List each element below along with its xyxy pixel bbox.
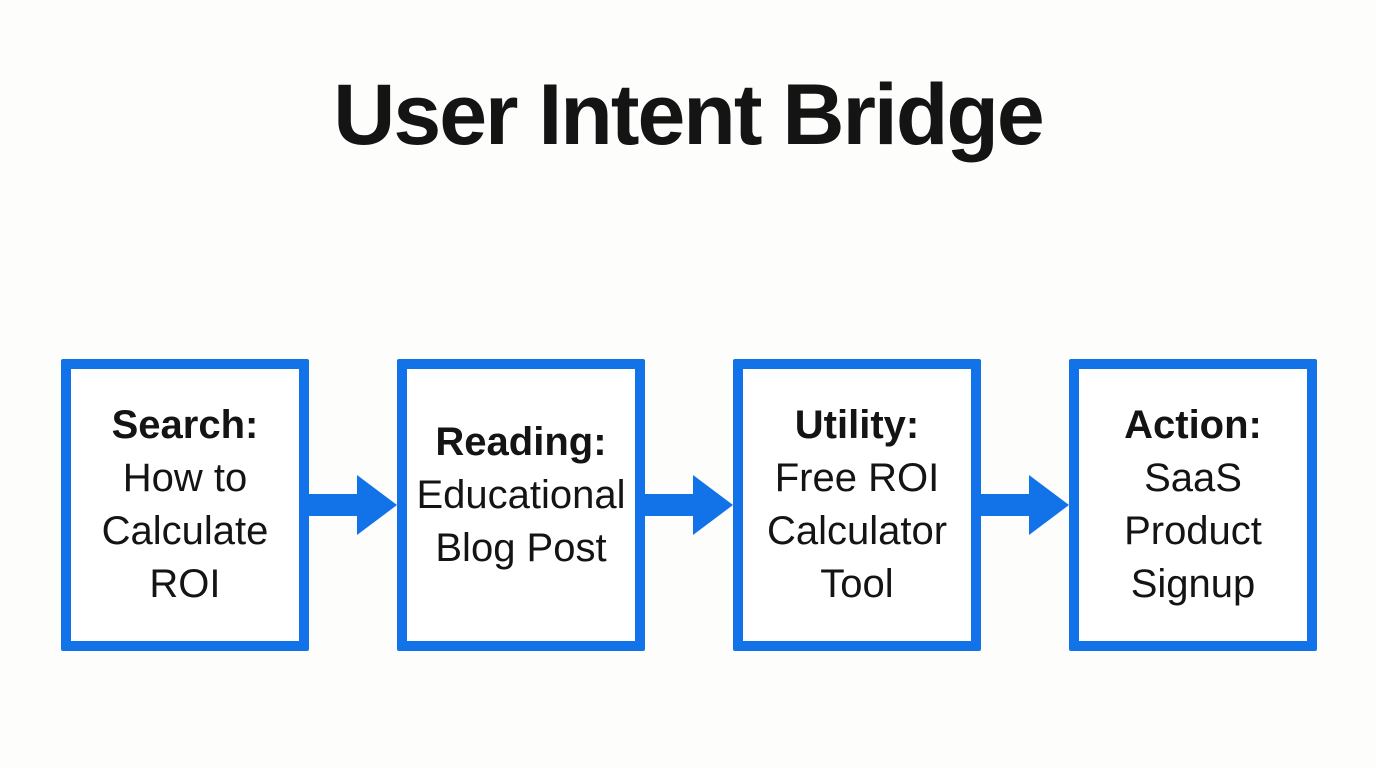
flow-arrow-icon [981,475,1069,535]
step-text: Reading: Educational Blog Post [416,416,625,575]
step-label: Utility: [794,403,920,447]
step-line: Blog Post [435,525,607,570]
step-line: Tool [820,562,894,606]
flow-row: Search: How to Calculate ROI Reading: Ed… [61,359,1317,651]
flow-arrow-icon [645,475,733,535]
step-line: Calculate [101,509,269,553]
step-text: Search: How to Calculate ROI [102,399,269,611]
step-line: Calculator [766,509,948,553]
step-line: ROI [149,562,221,606]
step-label: Search: [111,403,259,447]
step-line: Product [1124,509,1262,553]
step-line: SaaS [1144,456,1242,500]
step-line: Educational [416,472,626,517]
step-label: Action: [1124,403,1262,447]
flow-arrow-icon [309,475,397,535]
diagram-canvas: User Intent Bridge Search: How to Calcul… [0,72,1376,768]
flow-step-search: Search: How to Calculate ROI [61,359,309,651]
step-line: Free ROI [774,456,940,500]
step-text: Action: SaaS Product Signup [1124,399,1262,611]
step-text: Utility: Free ROI Calculator Tool [767,399,947,611]
diagram-title: User Intent Bridge [333,67,1044,163]
step-line: Signup [1130,562,1256,606]
flow-step-action: Action: SaaS Product Signup [1069,359,1317,651]
flow-step-utility: Utility: Free ROI Calculator Tool [733,359,981,651]
step-line: How to [122,456,248,500]
step-label: Reading: [435,419,607,464]
flow-step-reading: Reading: Educational Blog Post [397,359,645,651]
